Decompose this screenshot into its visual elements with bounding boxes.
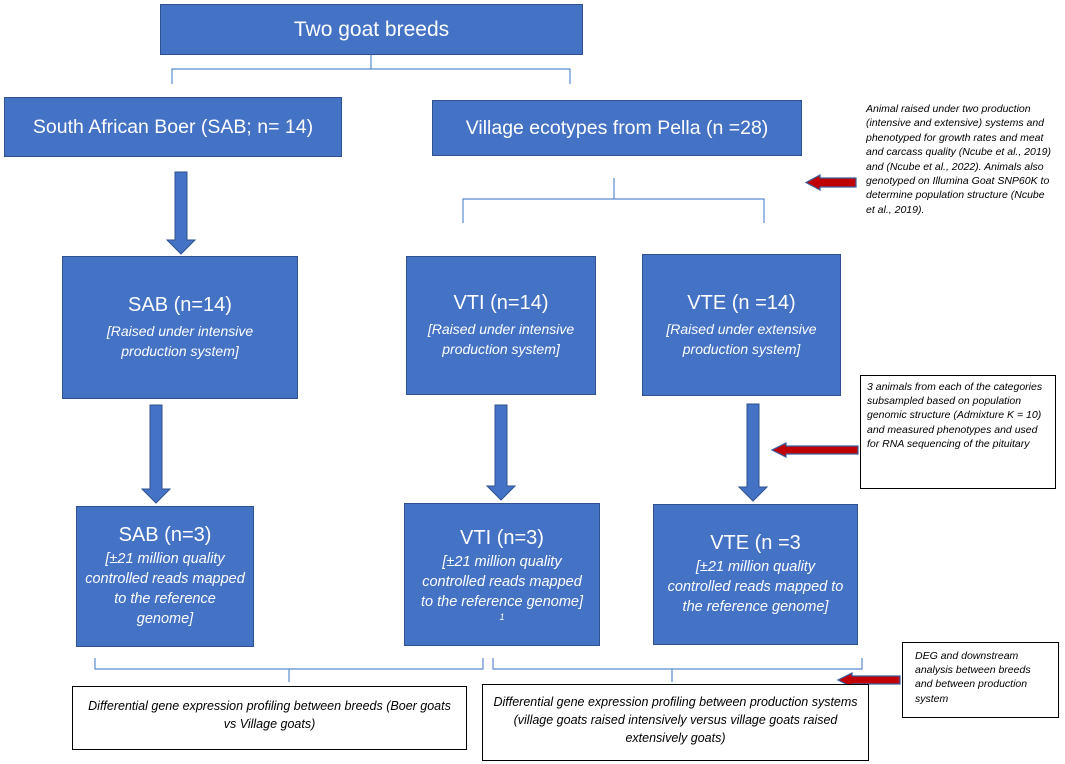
top-title: Two goat breeds	[293, 17, 450, 41]
arrow-sab-to-group	[165, 171, 197, 255]
breed-village-label: Village ecotypes from Pella (n =28)	[465, 116, 769, 139]
note-subsample-text: 3 animals from each of the categories su…	[867, 381, 1043, 450]
comparison-breeds-text: Differential gene expression profiling b…	[88, 699, 451, 731]
comparison-box-systems: Differential gene expression profiling b…	[482, 684, 869, 761]
sample-vti-title: VTI (n=3)	[460, 527, 544, 549]
bracket-village	[462, 178, 765, 223]
breed-box-sab: South African Boer (SAB; n= 14)	[4, 97, 342, 157]
note-box-subsample: 3 animals from each of the categories su…	[860, 375, 1056, 489]
comparison-systems-text: Differential gene expression profiling b…	[493, 695, 858, 745]
bracket-systems	[492, 658, 863, 682]
group-vti-sub: [Raised under intensive production syste…	[427, 321, 575, 357]
comparison-box-breeds: Differential gene expression profiling b…	[72, 686, 467, 750]
arrow-vti-to-sample	[485, 404, 517, 501]
group-box-vti: VTI (n=14) [Raised under intensive produ…	[406, 256, 596, 395]
sample-vte-title: VTE (n =3	[710, 532, 801, 554]
sample-box-vti: VTI (n=3) [±21 million quality controlle…	[404, 503, 600, 646]
group-vti-title: VTI (n=14)	[453, 292, 549, 314]
group-vte-title: VTE (n =14)	[687, 291, 796, 314]
arrow-sab-to-sample	[140, 404, 172, 504]
bracket-breeds	[94, 658, 484, 682]
annotation-arrow-subsample	[770, 442, 859, 458]
bracket-top	[171, 55, 571, 84]
note-box-deg: DEG and downstream analysis between bree…	[902, 642, 1059, 718]
note-deg-text: DEG and downstream analysis between bree…	[915, 650, 1031, 705]
note-population: Animal raised under two production (inte…	[866, 102, 1056, 217]
group-box-vte: VTE (n =14) [Raised under extensive prod…	[642, 254, 841, 396]
arrow-vte-to-sample	[737, 403, 769, 502]
group-box-sab: SAB (n=14) [Raised under intensive produ…	[62, 256, 298, 399]
breed-box-village: Village ecotypes from Pella (n =28)	[432, 100, 802, 156]
sample-box-sab: SAB (n=3) [±21 million quality controlle…	[76, 506, 254, 647]
group-sab-sub: [Raised under intensive production syste…	[106, 323, 254, 359]
sample-sab-sub: [±21 million quality controlled reads ma…	[85, 551, 245, 627]
group-vte-sub: [Raised under extensive production syste…	[666, 320, 817, 357]
breed-sab-label: South African Boer (SAB; n= 14)	[32, 115, 314, 138]
sample-vti-sub: [±21 million quality controlled reads ma…	[420, 554, 584, 610]
sample-box-vte: VTE (n =3 [±21 million quality controlle…	[653, 504, 858, 645]
top-box-two-goat-breeds: Two goat breeds	[160, 4, 583, 55]
note-population-text: Animal raised under two production (inte…	[866, 103, 1052, 216]
sample-vti-mark: 1	[499, 612, 505, 622]
annotation-arrow-population	[804, 173, 857, 192]
sample-vte-sub: [±21 million quality controlled reads ma…	[667, 559, 844, 615]
group-sab-title: SAB (n=14)	[128, 294, 232, 316]
sample-sab-title: SAB (n=3)	[118, 524, 212, 546]
